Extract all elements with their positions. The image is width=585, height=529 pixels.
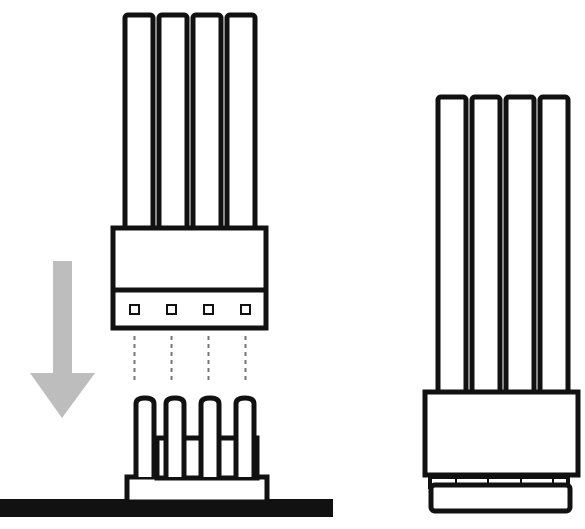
left-contact-4 — [240, 304, 251, 315]
right-connector-housing — [422, 389, 581, 478]
right-wire-4 — [537, 94, 571, 397]
left-wire-3 — [190, 12, 224, 236]
alignment-guides — [133, 336, 247, 380]
left-header-pins — [133, 395, 257, 477]
right-mated-base — [428, 475, 573, 514]
left-wire-1 — [122, 12, 156, 236]
left-wire-bundle — [122, 12, 258, 236]
left-header-base — [124, 474, 270, 505]
right-wire-3 — [503, 94, 537, 397]
left-contact-2 — [166, 304, 177, 315]
header-pin-1 — [133, 395, 157, 477]
left-contact-3 — [203, 304, 214, 315]
header-pin-2 — [163, 395, 187, 477]
right-visible-pin-ends — [455, 477, 554, 487]
right-wire-1 — [435, 94, 469, 397]
right-wire-2 — [469, 94, 503, 397]
left-connector-contact-row — [129, 304, 251, 315]
right-wire-bundle — [435, 94, 571, 397]
header-pin-3 — [198, 395, 222, 477]
left-assembly — [0, 12, 333, 517]
insert-direction-arrow-icon — [30, 261, 95, 418]
left-wire-2 — [156, 12, 190, 236]
right-assembly — [422, 94, 581, 514]
left-wire-4 — [224, 12, 258, 236]
header-pin-4 — [233, 395, 257, 477]
right-header-base — [428, 482, 573, 514]
left-contact-1 — [129, 304, 140, 315]
